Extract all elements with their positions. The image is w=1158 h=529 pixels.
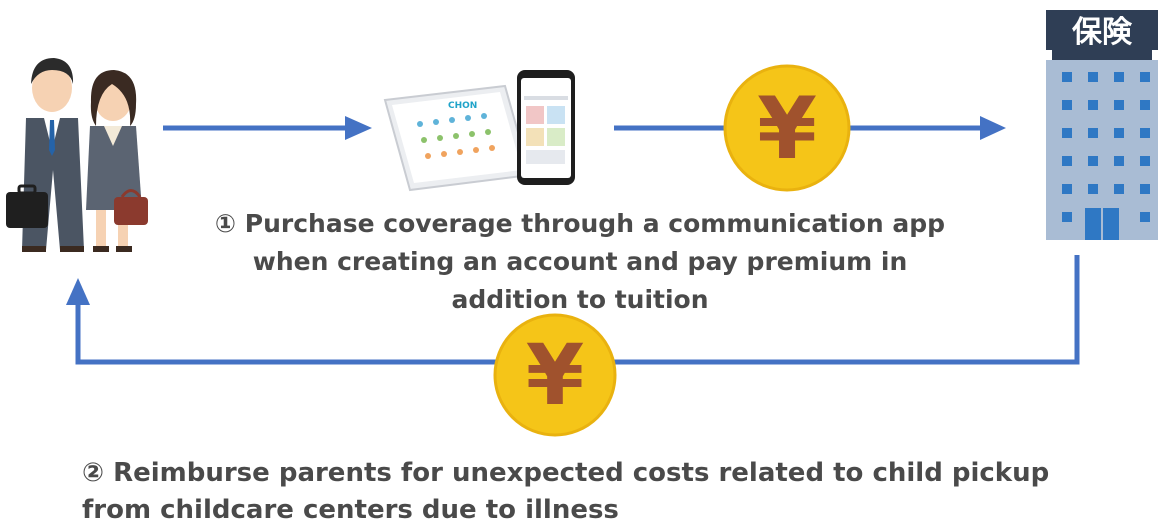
step1-caption: ① Purchase coverage through a communicat… bbox=[150, 205, 1010, 319]
building-windows bbox=[1062, 72, 1150, 222]
yen-symbol-bottom: ¥ bbox=[526, 326, 584, 424]
reimbursement-coin: ¥ bbox=[493, 313, 617, 437]
man-figure bbox=[6, 58, 84, 252]
step1-line-1: ① Purchase coverage through a communicat… bbox=[214, 209, 946, 238]
insurer-sign-text: 保険 bbox=[1072, 15, 1133, 50]
step2-caption: ② Reimburse parents for unexpected costs… bbox=[82, 455, 1142, 529]
step2-line-2: from childcare centers due to illness bbox=[82, 495, 619, 525]
premium-coin: ¥ bbox=[723, 64, 851, 192]
smartphone bbox=[517, 70, 575, 185]
yen-symbol-top: ¥ bbox=[757, 79, 817, 179]
step1-line-3: addition to tuition bbox=[451, 285, 709, 314]
tablet: CHON bbox=[383, 84, 532, 192]
step1-line-2: when creating an account and pay premium… bbox=[252, 247, 908, 276]
step2-line-1: ② Reimburse parents for unexpected costs… bbox=[82, 458, 1050, 488]
app-logo-text: CHON bbox=[448, 101, 477, 111]
arrow-parents-to-app bbox=[163, 116, 372, 140]
app-devices-illustration: CHON bbox=[383, 70, 575, 192]
parents-illustration bbox=[6, 58, 148, 252]
insurer-building: 保険 bbox=[1046, 10, 1158, 240]
woman-figure bbox=[86, 70, 148, 252]
